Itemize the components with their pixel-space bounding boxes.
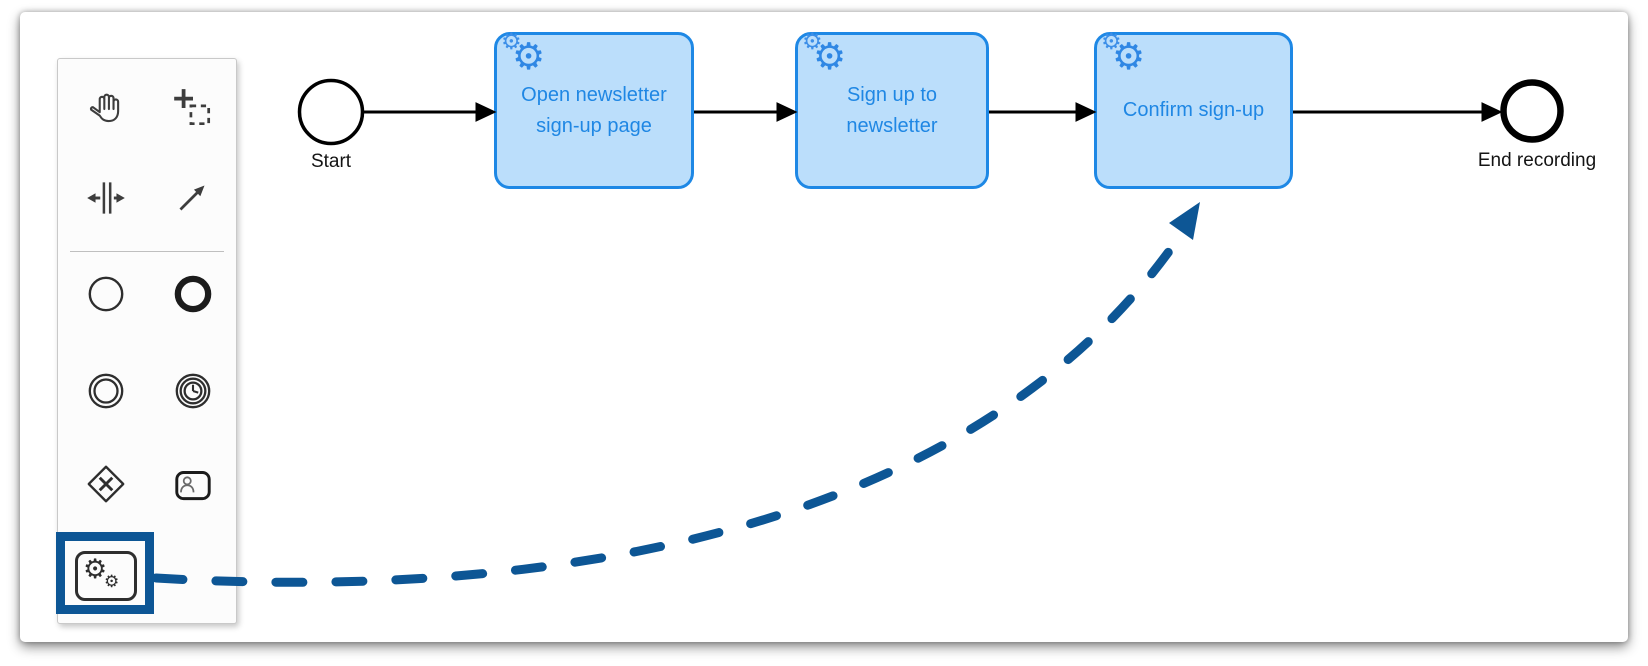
create-end-event-button[interactable] [170,271,216,317]
gear-icon: ⚙ [83,554,108,585]
double-circle-icon [88,373,124,409]
create-user-task-button[interactable] [170,461,216,507]
end-event-label: End recording [1477,150,1597,171]
create-gateway-button[interactable] [83,461,129,507]
palette-highlight-box [56,532,154,614]
global-connect-tool-button[interactable] [170,175,216,221]
space-tool-button[interactable] [83,175,129,221]
connect-arrow-icon [179,185,205,211]
person-task-icon [175,471,211,501]
palette-separator [70,251,224,252]
task-label: Confirm sign-up [1122,99,1265,121]
gears-icon: ⚙ ⚙ [1101,29,1146,78]
create-timer-event-button[interactable] [170,368,216,414]
thin-circle-icon [88,276,124,312]
arrowhead-icon [1169,202,1200,240]
space-arrows-icon [87,182,125,214]
task-confirm-sign-up[interactable]: ⚙ ⚙ Confirm sign-up [1094,29,1293,189]
hand-tool-button[interactable] [83,85,129,131]
task-label: Open newsletter sign-up page [521,83,667,137]
gear-icon: ⚙ [104,572,120,592]
task-label: Sign up to newsletter [846,83,938,137]
create-service-task-button[interactable]: ⚙ ⚙ [75,551,137,601]
lasso-tool-button[interactable] [170,85,216,131]
hand-icon [89,93,120,123]
thick-circle-icon [174,275,212,313]
task-open-newsletter-signup-page[interactable]: ⚙ ⚙ Open newsletter sign-up page [494,31,694,189]
create-start-event-button[interactable] [83,271,129,317]
start-event-label: Start [310,151,352,172]
diamond-x-icon [87,465,125,503]
start-event[interactable] [297,78,365,146]
task-sign-up-to-newsletter[interactable]: ⚙ ⚙ Sign up to newsletter [795,31,989,189]
create-intermediate-event-button[interactable] [83,368,129,414]
annotation-dashed-arrow [151,202,1200,587]
end-event[interactable] [1500,79,1564,143]
lasso-crosshair-icon [174,89,211,126]
clock-circle-icon [175,373,211,409]
modeler-canvas[interactable]: ⚙ ⚙ ⚙ ⚙ Open newsletter sign-up page ⚙ ⚙… [20,12,1628,642]
